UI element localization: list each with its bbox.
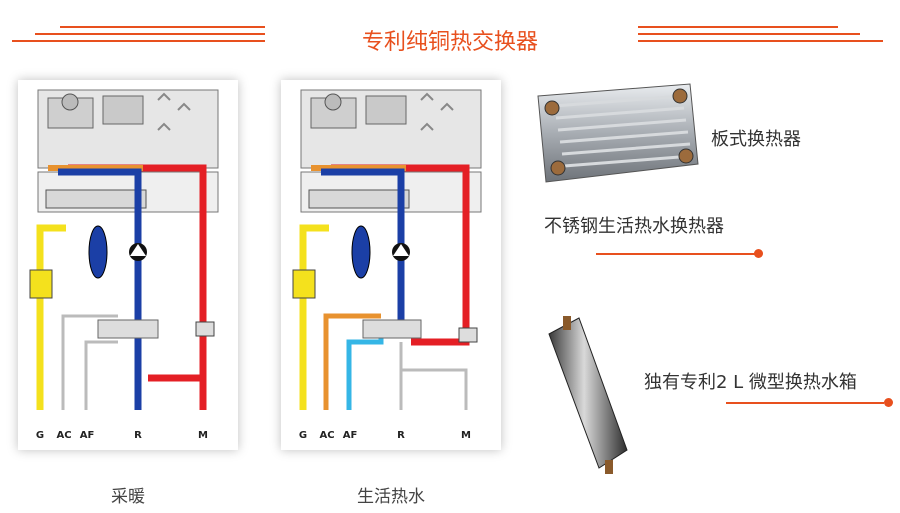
micro-tank-label: 独有专利2 L 微型换热水箱 bbox=[644, 372, 857, 393]
stainless-exchanger-rule bbox=[596, 253, 756, 255]
plate-exchanger-label: 板式换热器 bbox=[711, 129, 801, 150]
heating-port-g: G bbox=[35, 430, 45, 441]
hot-water-port-af: AF bbox=[342, 430, 358, 441]
header-line-right-2 bbox=[638, 33, 860, 35]
header-line-left-2 bbox=[35, 33, 265, 35]
hot-water-port-g: G bbox=[298, 430, 308, 441]
hot-water-port-ac: AC bbox=[319, 430, 335, 441]
page-title: 专利纯铜热交换器 bbox=[361, 30, 538, 55]
heating-schematic bbox=[29, 89, 219, 410]
heating-port-ac: AC bbox=[56, 430, 72, 441]
header-line-left-1 bbox=[60, 26, 265, 28]
heating-port-r: R bbox=[134, 430, 142, 441]
heating-caption: 采暖 bbox=[111, 487, 145, 507]
heating-port-af: AF bbox=[79, 430, 95, 441]
hot-water-caption: 生活热水 bbox=[357, 487, 425, 507]
micro-tank-dot bbox=[884, 398, 893, 407]
micro-tank-rule bbox=[726, 402, 884, 404]
hot-water-schematic bbox=[292, 89, 482, 410]
stainless-exchanger-dot bbox=[754, 249, 763, 258]
fan-icon bbox=[61, 93, 79, 111]
heating-diagram-card: G AC AF R M bbox=[18, 80, 238, 450]
hot-water-diagram-card: G AC AF R M bbox=[281, 80, 501, 450]
header-line-right-3 bbox=[638, 40, 883, 42]
stainless-exchanger-label: 不锈钢生活热水换热器 bbox=[544, 216, 724, 237]
hot-water-port-m: M bbox=[461, 430, 471, 441]
header-line-right-1 bbox=[638, 26, 838, 28]
plate-heat-exchanger-image bbox=[537, 83, 699, 183]
hot-water-port-r: R bbox=[397, 430, 405, 441]
header-line-left-3 bbox=[12, 40, 265, 42]
heating-port-m: M bbox=[198, 430, 208, 441]
micro-tank-image bbox=[548, 316, 628, 474]
